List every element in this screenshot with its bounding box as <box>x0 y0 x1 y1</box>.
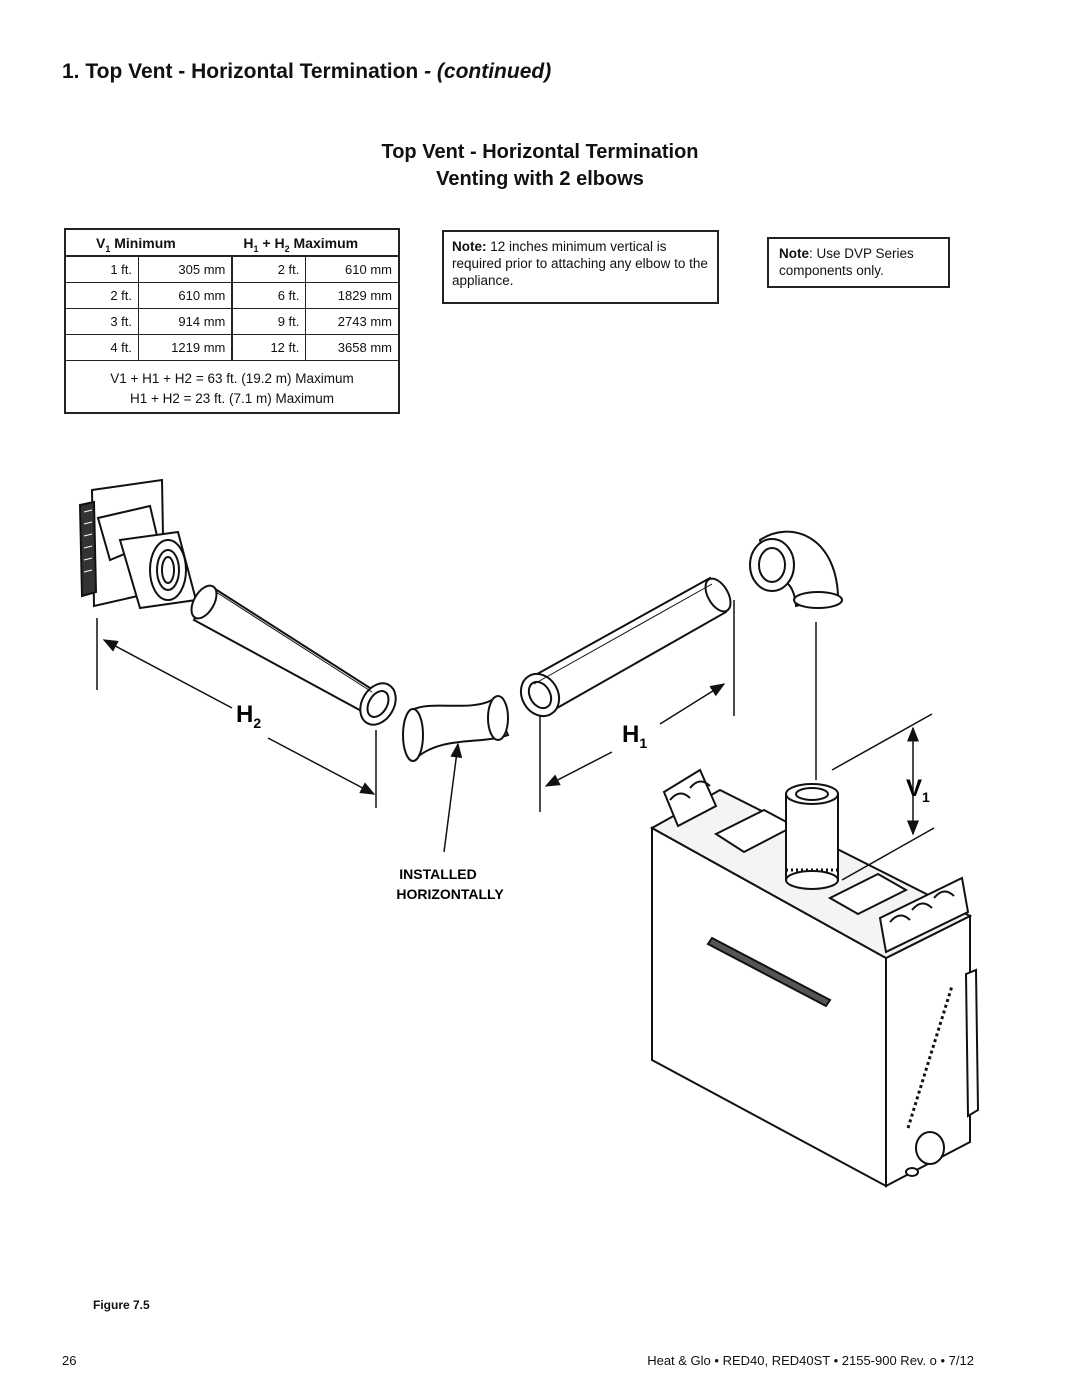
label-v1: V1 <box>906 775 930 805</box>
table-row: 2 ft. 610 mm 6 ft. 1829 mm <box>66 283 398 309</box>
section-title-continued: - (continued) <box>424 60 552 83</box>
cell-v1-mm: 610 mm <box>139 283 234 309</box>
footnote-total-max: V1 + H1 + H2 = 63 ft. (19.2 m) Maximum <box>110 371 354 386</box>
pipe-h2 <box>190 584 397 726</box>
section-title: 1. Top Vent - Horizontal Termination - (… <box>62 60 551 84</box>
cell-v1-mm: 305 mm <box>139 257 234 283</box>
cell-v1-ft: 4 ft. <box>66 335 139 361</box>
note-text: 12 inches minimum vertical is required p… <box>452 239 708 288</box>
note-dvp-components: Note: Use DVP Series components only. <box>767 237 950 288</box>
section-title-main: 1. Top Vent - Horizontal Termination <box>62 60 425 83</box>
label-installed: INSTALLED <box>399 866 477 882</box>
cell-h-ft: 6 ft. <box>233 283 307 309</box>
header-h1-h2-maximum: H1 + H2 Maximum <box>233 230 398 257</box>
footer-text: Heat & Glo • RED40, RED40ST • 2155-900 R… <box>647 1353 974 1368</box>
note-label: Note: <box>452 239 487 254</box>
figure-caption: Figure 7.5 <box>93 1298 150 1312</box>
figure-title-line1: Top Vent - Horizontal Termination <box>381 141 699 163</box>
cell-h-mm: 1829 mm <box>306 283 398 309</box>
cell-v1-mm: 914 mm <box>139 309 234 335</box>
label-h2: H2 <box>236 701 261 731</box>
elbow-installed-horizontally <box>402 695 510 763</box>
label-horizontally: HORIZONTALLY <box>396 886 504 902</box>
table-row: 4 ft. 1219 mm 12 ft. 3658 mm <box>66 335 398 361</box>
cell-h-ft: 12 ft. <box>233 335 307 361</box>
spec-grid: V1 Minimum H1 + H2 Maximum 1 ft. 305 mm … <box>66 230 398 361</box>
note-text: : Use DVP Series components only. <box>779 246 914 278</box>
cell-h-mm: 3658 mm <box>306 335 398 361</box>
note-label: Note <box>779 246 809 261</box>
cell-v1-ft: 3 ft. <box>66 309 139 335</box>
cell-h-mm: 2743 mm <box>306 309 398 335</box>
cell-v1-mm: 1219 mm <box>139 335 234 361</box>
note-vertical-minimum: Note: 12 inches minimum vertical is requ… <box>442 230 719 304</box>
table-row: 1 ft. 305 mm 2 ft. 610 mm <box>66 257 398 283</box>
venting-diagram: H2 H1 V1 INSTALLED HORIZONTALLY <box>78 478 980 1188</box>
cell-h-mm: 610 mm <box>306 257 398 283</box>
table-row: 3 ft. 914 mm 9 ft. 2743 mm <box>66 309 398 335</box>
cell-h-ft: 9 ft. <box>233 309 307 335</box>
header-v1-minimum: V1 Minimum <box>66 230 234 257</box>
footnote-horizontal-max: H1 + H2 = 23 ft. (7.1 m) Maximum <box>129 391 335 406</box>
cell-v1-ft: 1 ft. <box>66 257 139 283</box>
cell-v1-ft: 2 ft. <box>66 283 139 309</box>
venting-spec-table: V1 Minimum H1 + H2 Maximum 1 ft. 305 mm … <box>64 228 400 414</box>
vertical-collar-pipe <box>785 783 839 890</box>
label-h1: H1 <box>622 721 647 751</box>
dimension-lines <box>96 600 935 881</box>
cell-h-ft: 2 ft. <box>233 257 307 283</box>
page-number: 26 <box>62 1353 77 1368</box>
figure-title-line2: Venting with 2 elbows <box>436 168 644 190</box>
elbow-top <box>749 530 843 609</box>
pipe-h1 <box>519 576 732 718</box>
termination-cap <box>78 478 198 610</box>
